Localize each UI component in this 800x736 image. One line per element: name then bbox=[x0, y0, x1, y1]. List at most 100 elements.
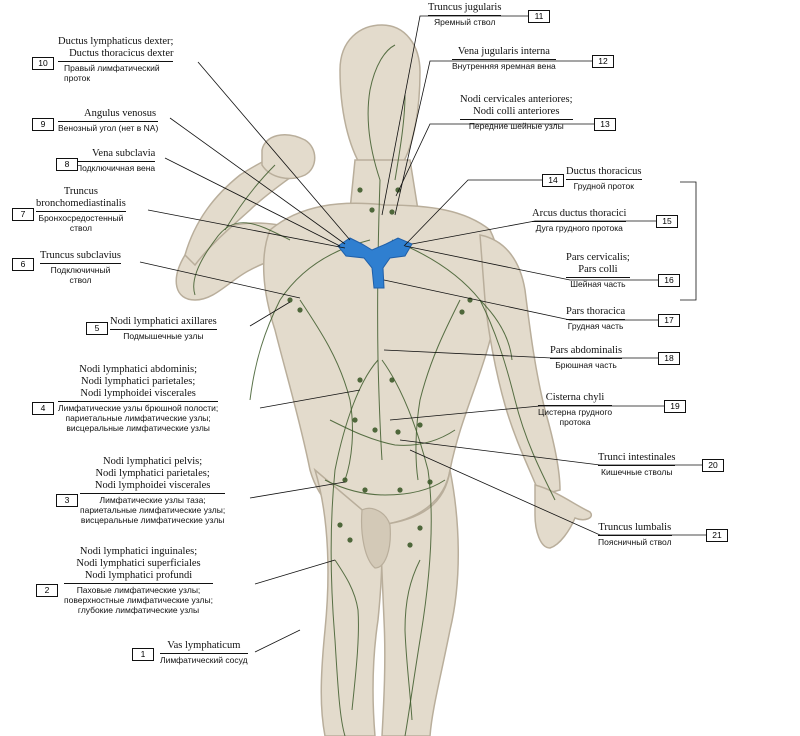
label-14: Ductus thoracicus Грудной проток bbox=[566, 166, 642, 191]
label-4-latin-3: Nodi lymphoidei viscerales bbox=[80, 388, 196, 399]
leader-line-17 bbox=[383, 279, 658, 321]
lymph-node bbox=[357, 377, 363, 383]
label-5-separator bbox=[110, 329, 217, 330]
leader-line-7 bbox=[147, 209, 346, 249]
label-3: Nodi lymphatici pelvis; Nodi lymphatici … bbox=[80, 456, 226, 525]
label-19-russian-2: протока bbox=[559, 417, 591, 427]
leader-line-3 bbox=[249, 481, 346, 499]
label-21-latin: Truncus lumbalis bbox=[598, 522, 672, 533]
number-box-2: 2 bbox=[36, 584, 58, 597]
label-19-latin: Cisterna chyli bbox=[545, 392, 605, 403]
lymph-vessel bbox=[394, 94, 406, 181]
label-7-latin-2: bronchomediastinalis bbox=[36, 198, 126, 209]
label-21: Truncus lumbalis Поясничный ствол bbox=[598, 522, 672, 547]
label-15-separator bbox=[532, 221, 627, 222]
label-6: Truncus subclavius Подключичный ствол bbox=[40, 250, 121, 285]
lymph-vessel bbox=[330, 359, 379, 736]
leader-line-13 bbox=[395, 123, 594, 197]
label-10-separator bbox=[58, 61, 174, 62]
label-8-latin: Vena subclavia bbox=[92, 148, 156, 159]
lymph-node bbox=[347, 537, 353, 543]
lymph-vessel bbox=[377, 179, 383, 461]
label-10-latin-1: Ductus lymphaticus dexter; bbox=[58, 36, 174, 47]
label-7-separator bbox=[36, 211, 126, 212]
label-3-latin-1: Nodi lymphatici pelvis; bbox=[103, 456, 203, 467]
label-7-russian-2: ствол bbox=[69, 223, 92, 233]
label-5-latin: Nodi lymphatici axillares bbox=[110, 316, 217, 327]
lymph-vessel bbox=[249, 239, 371, 401]
lymph-node bbox=[369, 207, 375, 213]
lymph-node bbox=[395, 429, 401, 435]
label-3-latin-2: Nodi lymphatici parietales; bbox=[95, 468, 210, 479]
number-box-8: 8 bbox=[56, 158, 78, 171]
label-11-latin: Truncus jugularis bbox=[428, 2, 502, 13]
label-4-russian-3: висцеральные лимфатические узлы bbox=[66, 423, 210, 433]
label-1-latin: Vas lymphaticum bbox=[167, 640, 241, 651]
label-7-russian-1: Бронхосредостенный bbox=[38, 213, 124, 223]
label-8: Vena subclavia Подключичная вена bbox=[76, 148, 156, 173]
lymph-vessel bbox=[367, 44, 396, 181]
label-4-latin-1: Nodi lymphatici abdominis; bbox=[79, 364, 198, 375]
label-11: Truncus jugularis Яремный ствол bbox=[428, 2, 502, 27]
label-11-russian: Яремный ствол bbox=[434, 17, 496, 27]
label-6-separator bbox=[40, 263, 121, 264]
lymph-node bbox=[287, 297, 293, 303]
number-box-12: 12 bbox=[592, 55, 614, 68]
number-box-10: 10 bbox=[32, 57, 54, 70]
label-4: Nodi lymphatici abdominis; Nodi lymphati… bbox=[58, 364, 219, 433]
label-19-separator bbox=[538, 405, 613, 406]
lymph-node bbox=[389, 377, 395, 383]
lymph-vessel bbox=[224, 164, 276, 231]
label-9-russian: Венозный угол (нет в NA) bbox=[58, 123, 159, 133]
leader-line-9 bbox=[169, 117, 346, 245]
label-8-separator bbox=[76, 161, 156, 162]
label-6-russian-2: ствол bbox=[69, 275, 92, 285]
label-6-latin: Truncus subclavius bbox=[40, 250, 121, 261]
left-arm bbox=[479, 234, 561, 496]
lymph-node bbox=[372, 427, 378, 433]
left-leg bbox=[379, 469, 460, 736]
lymph-node bbox=[337, 522, 343, 528]
number-box-6: 6 bbox=[12, 258, 34, 271]
label-12-separator bbox=[452, 59, 556, 60]
label-16-latin-1: Pars cervicalis; bbox=[566, 252, 630, 263]
lymph-node bbox=[459, 309, 465, 315]
lymph-vessel bbox=[299, 299, 353, 481]
label-2-latin-2: Nodi lymphatici superficiales bbox=[76, 558, 201, 569]
lymph-node bbox=[362, 487, 368, 493]
leader-line-11 bbox=[381, 15, 528, 216]
lymph-vessel bbox=[334, 559, 359, 711]
number-box-3: 3 bbox=[56, 494, 78, 507]
number-box-4: 4 bbox=[32, 402, 54, 415]
label-2: Nodi lymphatici inguinales; Nodi lymphat… bbox=[64, 546, 213, 615]
leader-line-4 bbox=[259, 389, 361, 409]
lymph-node bbox=[342, 477, 348, 483]
label-15-latin: Arcus ductus thoracici bbox=[532, 208, 627, 219]
lymph-node bbox=[427, 479, 433, 485]
number-box-11: 11 bbox=[528, 10, 550, 23]
label-4-russian-1: Лимфатические узлы брюшной полости; bbox=[58, 403, 219, 413]
label-3-russian-1: Лимфатические узлы таза; bbox=[99, 495, 206, 505]
label-18: Pars abdominalis Брюшная часть bbox=[550, 345, 623, 370]
lymph-node bbox=[397, 487, 403, 493]
label-20-latin: Trunci intestinales bbox=[598, 452, 676, 463]
number-box-9: 9 bbox=[32, 118, 54, 131]
thoracic-duct-junction bbox=[337, 237, 413, 289]
label-13-latin-1: Nodi cervicales anteriores; bbox=[460, 94, 573, 105]
lymph-node bbox=[352, 417, 358, 423]
label-5-russian: Подмышечные узлы bbox=[123, 331, 204, 341]
lymph-node bbox=[357, 187, 363, 193]
label-15: Arcus ductus thoracici Дуга грудного про… bbox=[532, 208, 627, 233]
label-20-russian: Кишечные стволы bbox=[601, 467, 673, 477]
number-box-7: 7 bbox=[12, 208, 34, 221]
label-19-russian-1: Цистерна грудного bbox=[538, 407, 613, 417]
label-11-separator bbox=[428, 15, 502, 16]
number-box-18: 18 bbox=[658, 352, 680, 365]
label-17-separator bbox=[566, 319, 626, 320]
label-3-separator bbox=[80, 493, 226, 494]
lymph-vessel bbox=[329, 419, 456, 446]
lymph-vessel bbox=[193, 222, 291, 296]
lymph-vessel bbox=[404, 559, 421, 721]
number-box-14: 14 bbox=[542, 174, 564, 187]
label-13-russian: Передние шейные узлы bbox=[468, 121, 564, 131]
